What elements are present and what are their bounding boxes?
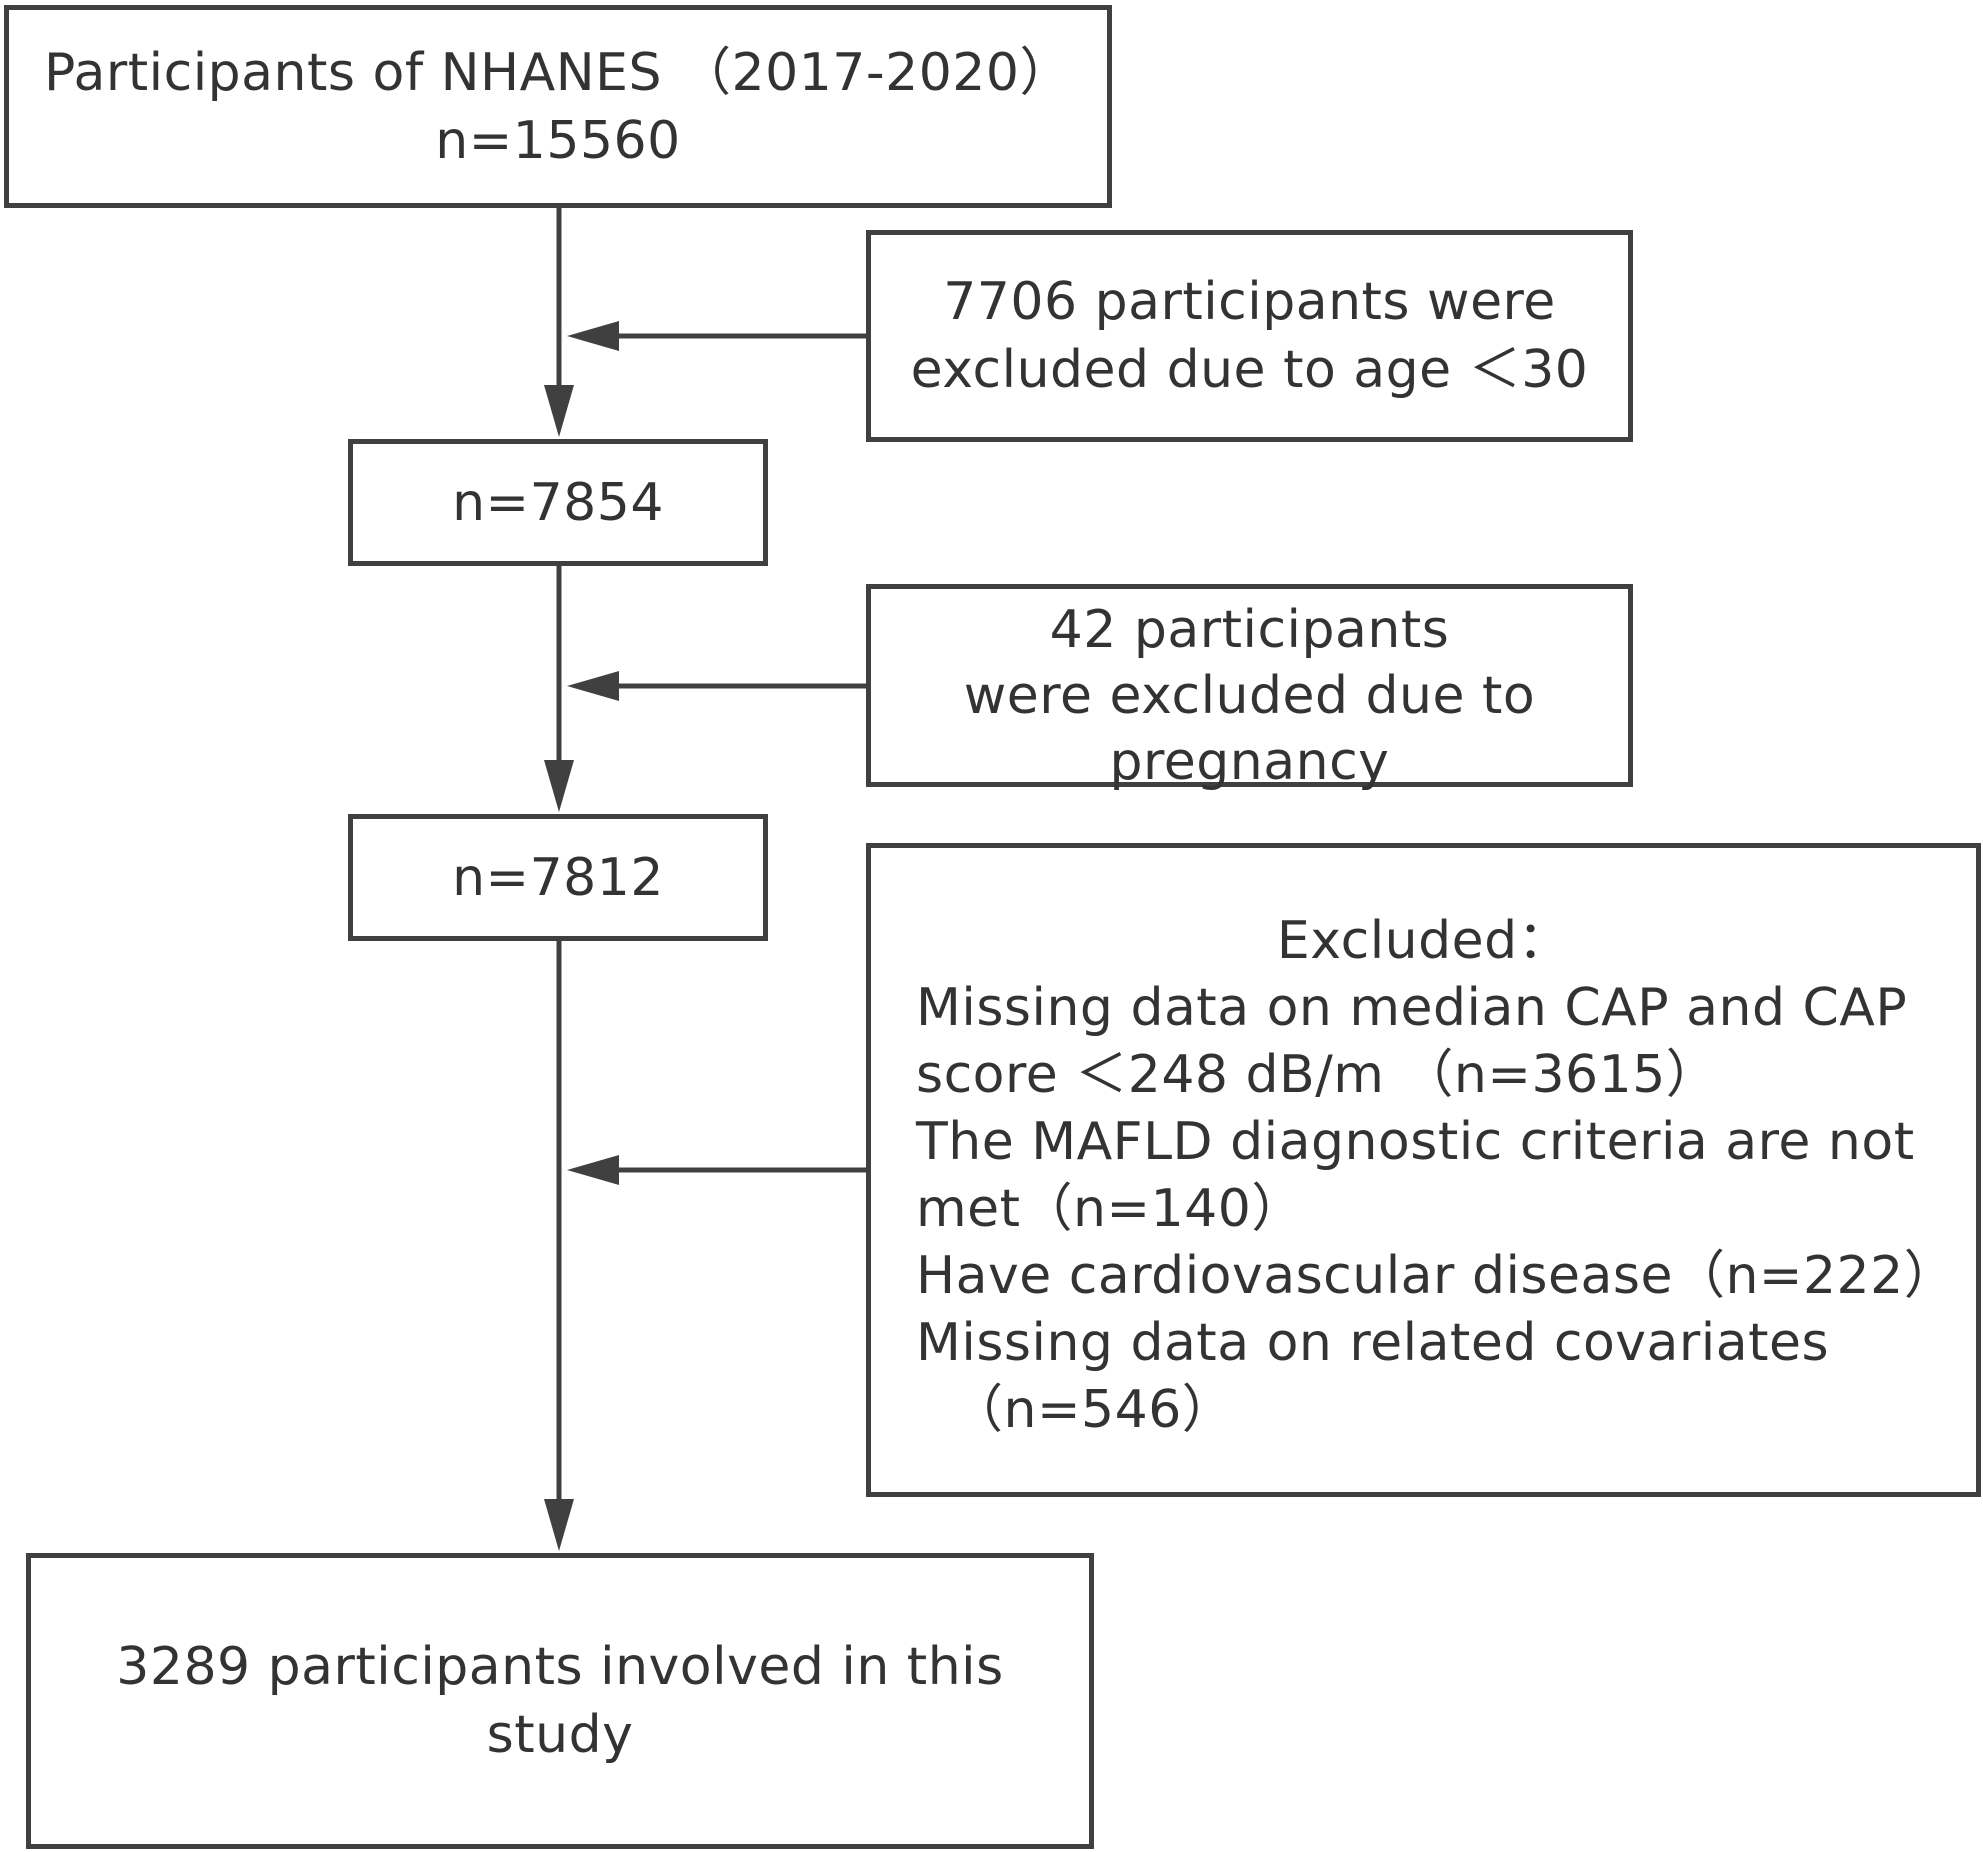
final-line-1: 3289 participants involved in this <box>116 1637 1004 1697</box>
exclusion-age-line-2: excluded due to age ＜30 <box>910 340 1589 400</box>
step2-count: n=7812 <box>452 847 664 908</box>
step1-box: n=7854 <box>348 439 768 566</box>
final-box: 3289 participants involved in this study <box>26 1553 1094 1849</box>
start-box: Participants of NHANES （2017-2020） n=155… <box>4 5 1112 208</box>
exclusion-age-line-1: 7706 participants were <box>943 272 1556 332</box>
exclusion-other-item: score ＜248 dB/m （n=3615） <box>916 1045 1719 1105</box>
exclusion-age-box: 7706 participants were excluded due to a… <box>866 230 1633 442</box>
step2-box: n=7812 <box>348 814 768 941</box>
final-line-2: study <box>486 1705 634 1765</box>
exclusion-other-item: （n=546） <box>951 1380 1235 1440</box>
main-arrowhead-2 <box>544 760 574 812</box>
start-title: Participants of NHANES （2017-2020） <box>44 42 1072 103</box>
exclusion-arrowhead-pregnancy <box>567 671 619 701</box>
exclusion-arrowhead-age <box>567 321 619 351</box>
exclusion-other-item: Missing data on median CAP and CAP <box>916 978 1908 1038</box>
exclusion-pregnancy-line-3: pregnancy <box>1109 732 1390 792</box>
main-arrowhead-1 <box>544 385 574 437</box>
exclusion-other-item: Missing data on related covariates <box>916 1313 1830 1373</box>
exclusion-other-heading: Excluded： <box>1276 911 1571 971</box>
exclusion-pregnancy-line-2: were excluded due to <box>963 666 1536 726</box>
exclusion-other-item: The MAFLD diagnostic criteria are not <box>916 1112 1915 1172</box>
exclusion-pregnancy-line-1: 42 participants <box>1049 600 1450 660</box>
exclusion-other-item: Have cardiovascular disease（n=222） <box>916 1246 1957 1306</box>
exclusion-other-box: Excluded： Missing data on median CAP and… <box>866 843 1981 1497</box>
main-arrowhead-3 <box>544 1499 574 1551</box>
exclusion-arrowhead-other <box>567 1155 619 1185</box>
step1-count: n=7854 <box>452 472 664 533</box>
start-count: n=15560 <box>435 110 681 171</box>
exclusion-other-item: met（n=140） <box>916 1179 1304 1239</box>
exclusion-pregnancy-box: 42 participants were excluded due to pre… <box>866 584 1633 792</box>
